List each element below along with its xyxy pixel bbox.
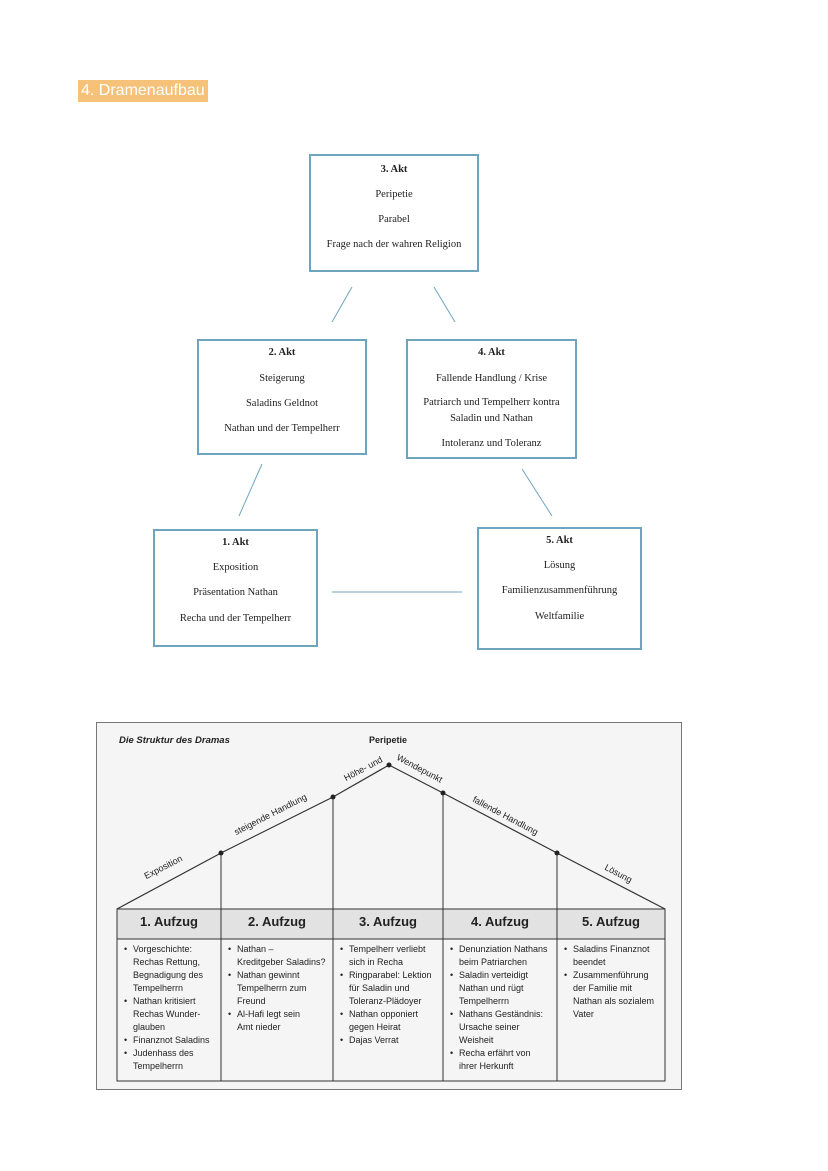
column-item: Dajas Verrat bbox=[340, 1034, 451, 1047]
column-head-3: 3. Aufzug bbox=[358, 914, 417, 929]
column-list-2: Nathan –Kreditgeber Saladins?Nathan gewi… bbox=[225, 943, 341, 1034]
column-item: Nathans Geständnis:Ursache seinerWeishei… bbox=[450, 1008, 565, 1047]
act-title: 2. Akt bbox=[268, 347, 296, 358]
act-line: Weltfamilie bbox=[534, 611, 585, 622]
act-line: Intoleranz und Toleranz bbox=[441, 438, 542, 449]
act-2-box: 2. Akt Steigerung Saladins Geldnot Natha… bbox=[197, 339, 367, 455]
act-connectors bbox=[238, 286, 553, 593]
act-line: Saladin und Nathan bbox=[450, 413, 533, 424]
act-title: 3. Akt bbox=[380, 164, 408, 175]
act-line: Nathan und der Tempelherr bbox=[224, 423, 340, 434]
act-line: Saladins Geldnot bbox=[245, 398, 319, 409]
column-item: Vorgeschichte:Rechas Rettung,Begnadigung… bbox=[124, 943, 229, 995]
act-5-box: 5. Akt Lösung Familienzusammenführung We… bbox=[477, 527, 642, 650]
column-item: Nathan –Kreditgeber Saladins? bbox=[228, 943, 341, 969]
structure-title: Die Struktur des Dramas bbox=[119, 735, 230, 746]
section-heading: 4. Dramenaufbau bbox=[78, 80, 208, 102]
act-line: Präsentation Nathan bbox=[193, 587, 278, 598]
act-line: Recha und der Tempelherr bbox=[179, 613, 292, 624]
column-head-4: 4. Aufzug bbox=[470, 914, 529, 929]
act-title: 1. Akt bbox=[222, 537, 249, 548]
act-1-box: 1. Akt Exposition Präsentation Nathan Re… bbox=[153, 529, 318, 647]
act-4-box: 4. Akt Fallende Handlung / Krise Patriar… bbox=[406, 339, 577, 459]
column-list-1: Vorgeschichte:Rechas Rettung,Begnadigung… bbox=[121, 943, 229, 1073]
structure-graphic bbox=[116, 762, 666, 1082]
act-title: 4. Akt bbox=[478, 347, 505, 358]
act-line: Lösung bbox=[543, 560, 576, 571]
peak-label: Peripetie bbox=[369, 735, 408, 745]
act-line: Frage nach der wahren Religion bbox=[326, 239, 462, 250]
act-title: 5. Akt bbox=[546, 535, 573, 546]
column-list-5: Saladins FinanznotbeendetZusammenführung… bbox=[561, 943, 673, 1021]
drama-structure-panel: Die Struktur des Dramas Peripetie Exposi… bbox=[96, 722, 682, 1090]
act-line: Peripetie bbox=[375, 189, 413, 200]
act-line: Steigerung bbox=[259, 373, 305, 384]
act-line: Patriarch und Tempelherr kontra bbox=[423, 397, 560, 408]
act-line: Exposition bbox=[212, 562, 259, 573]
column-head-2: 2. Aufzug bbox=[247, 914, 306, 929]
act-line: Parabel bbox=[378, 214, 410, 225]
column-head-1: 1. Aufzug bbox=[139, 914, 198, 929]
act-line: Familienzusammenführung bbox=[501, 585, 618, 596]
act-line: Fallende Handlung / Krise bbox=[435, 373, 548, 384]
column-item: Finanznot Saladins bbox=[124, 1034, 229, 1047]
column-head-5: 5. Aufzug bbox=[581, 914, 640, 929]
act-3-box: 3. Akt Peripetie Parabel Frage nach der … bbox=[309, 154, 479, 272]
